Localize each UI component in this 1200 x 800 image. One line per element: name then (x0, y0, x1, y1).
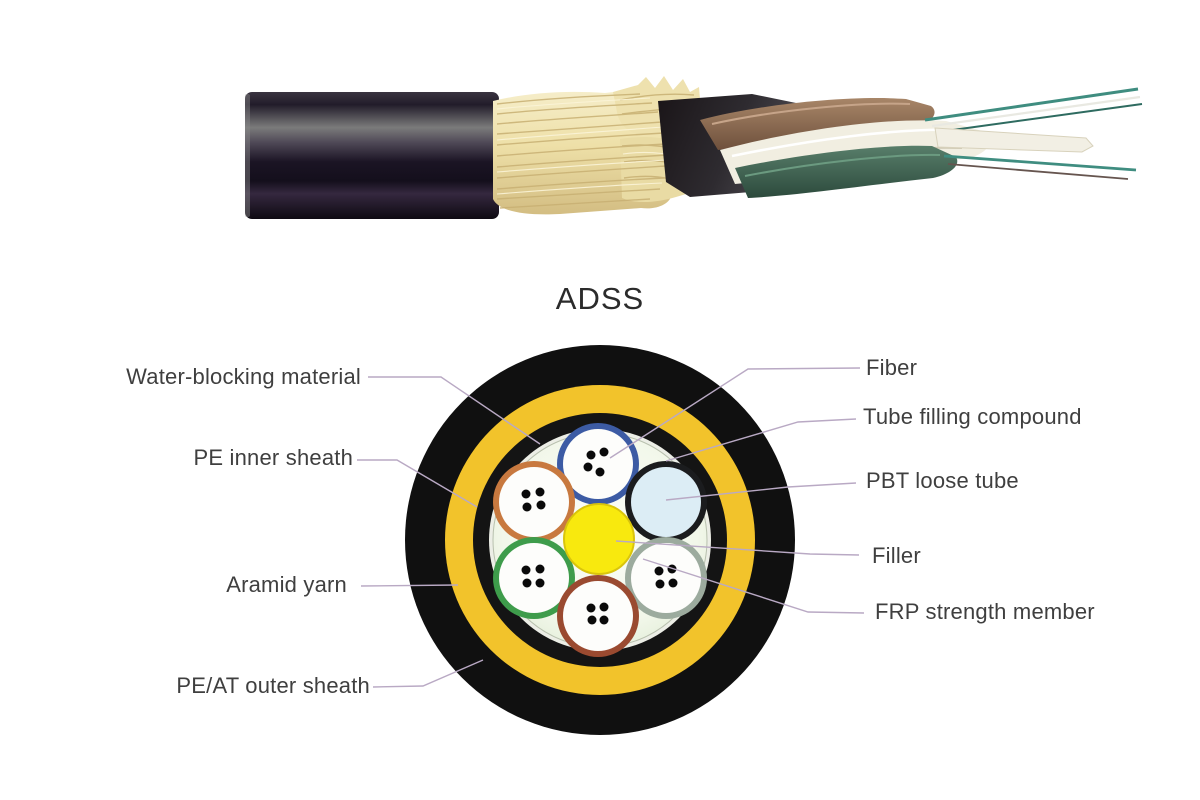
photo-fiber-strands (924, 87, 1143, 180)
label-filler: Filler (872, 543, 921, 568)
fiber-dots (586, 602, 609, 625)
label-aramid-yarn: Aramid yarn (226, 572, 347, 597)
photo-outer-jacket (245, 92, 499, 219)
leader-fiber (609, 367, 861, 459)
label-frp-strength-member: FRP strength member (875, 599, 1095, 624)
fiber-dots (521, 487, 546, 512)
fiber-dots (654, 564, 678, 589)
label-water-blocking-material: Water-blocking material (126, 364, 361, 389)
loose-tube-green (493, 537, 575, 619)
frp-strength-member (564, 504, 634, 574)
diagram-title: ADSS (555, 281, 645, 316)
leader-peat-outer-sheath (372, 659, 484, 688)
photo-loose-tubes (700, 98, 991, 198)
photo-aramid-yarn (493, 76, 703, 215)
label-pbt-loose-tube: PBT loose tube (866, 468, 1019, 493)
frp-outline (563, 503, 635, 575)
loose-tube-orange (493, 461, 575, 543)
leader-lines (357, 367, 865, 688)
leader-water-blocking-material (368, 376, 541, 445)
filler-tube-black (625, 461, 707, 543)
fiber-dots (583, 447, 609, 477)
yarn-strand-lines (496, 93, 697, 209)
label-tube-filling-compound: Tube filling compound (863, 404, 1082, 429)
cable-photo (245, 76, 1143, 219)
fiber-dots (521, 564, 545, 588)
label-peat-outer-sheath: PE/AT outer sheath (176, 673, 370, 698)
yarn-highlight-lines (496, 97, 694, 195)
leader-aramid-yarn (360, 584, 459, 587)
leader-filler (615, 540, 860, 556)
label-pe-inner-sheath: PE inner sheath (193, 445, 353, 470)
loose-tube-blue (557, 423, 639, 505)
leader-frp-strength-member (642, 558, 865, 614)
label-fiber: Fiber (866, 355, 918, 380)
leader-pe-inner-sheath (357, 459, 478, 508)
leader-tube-filling-compound (665, 418, 857, 462)
loose-tube-brown (557, 575, 639, 657)
leader-pbt-loose-tube (665, 482, 857, 501)
cross-section (405, 345, 795, 735)
